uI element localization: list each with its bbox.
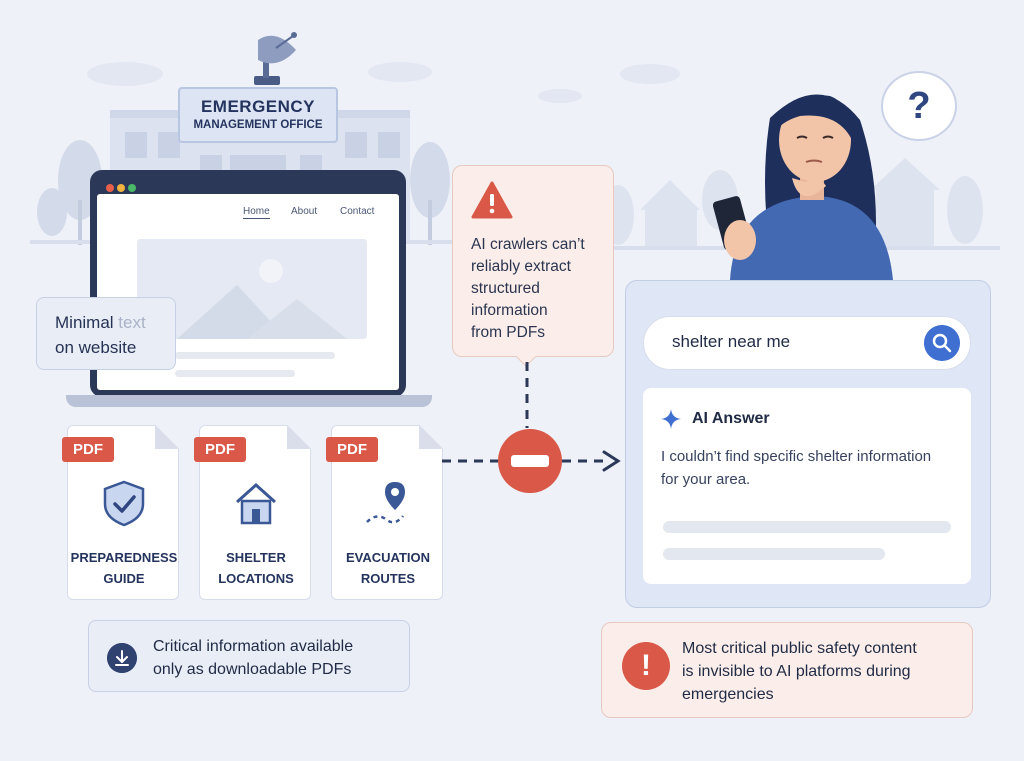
download-icon	[107, 643, 137, 673]
map-pin-route-icon	[366, 482, 405, 524]
ai-answer-card: AI Answer I couldn’t find specific shelt…	[643, 388, 971, 584]
house-icon	[235, 483, 277, 525]
sparkle-icon	[661, 409, 681, 429]
minimal-label-line2: on website	[55, 338, 137, 357]
search-bar[interactable]: shelter near me	[643, 316, 971, 370]
warning-triangle-icon	[471, 181, 513, 219]
pdf-tag: PDF	[194, 437, 246, 462]
nav-contact-link[interactable]: Contact	[340, 206, 375, 217]
question-mark-icon: ?	[907, 85, 931, 127]
shield-check-icon	[103, 480, 145, 527]
question-bubble: ?	[881, 71, 957, 141]
ai-search-panel: shelter near me AI Answer I couldn’t fin…	[625, 280, 991, 608]
minimal-label: Minimal	[55, 313, 119, 332]
page-fold	[155, 425, 179, 449]
sign-line-2: MANAGEMENT OFFICE	[193, 119, 323, 131]
ai-answer-title: AI Answer	[692, 410, 770, 427]
minimal-label-faded: text	[118, 313, 146, 332]
maximize-dot-icon	[128, 184, 136, 192]
pdf-tag: PDF	[62, 437, 114, 462]
skeleton-line	[663, 548, 885, 560]
image-placeholder-icon	[177, 259, 347, 339]
worried-person-illustration	[712, 94, 893, 280]
minimal-text-callout: Minimal text on website	[36, 297, 176, 370]
sign-line-1: EMERGENCY	[200, 97, 316, 116]
close-dot-icon	[106, 184, 114, 192]
search-query[interactable]: shelter near me	[672, 332, 791, 351]
nav-home-link[interactable]: Home	[243, 206, 270, 219]
text-line-placeholder	[175, 352, 335, 359]
nav-about-link[interactable]: About	[291, 206, 318, 217]
clouds	[87, 62, 680, 103]
office-sign: EMERGENCY MANAGEMENT OFFICE	[178, 87, 338, 143]
page-fold	[287, 425, 311, 449]
search-icon[interactable]	[924, 325, 960, 361]
minimize-dot-icon	[117, 184, 125, 192]
text-line-placeholder	[175, 370, 295, 377]
skeleton-line	[663, 521, 951, 533]
laptop-base	[66, 395, 432, 407]
window-controls	[106, 179, 139, 197]
satellite-dish-icon	[254, 32, 297, 85]
exclamation-icon: !	[622, 642, 670, 690]
ai-answer-text: I couldn’t find specific shelter informa…	[661, 448, 932, 488]
page-fold	[419, 425, 443, 449]
pdf-tag: PDF	[326, 437, 378, 462]
